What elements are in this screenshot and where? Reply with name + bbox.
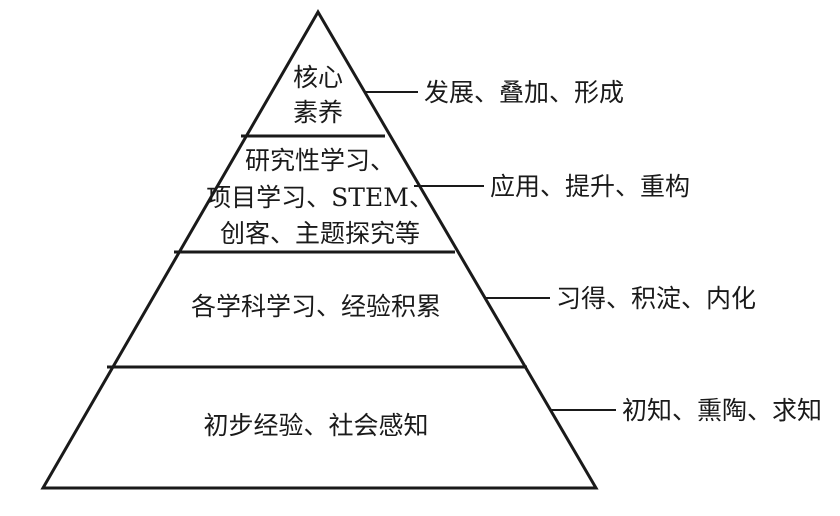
tier-1-label-line-1: 核心: [293, 63, 343, 92]
tier-3-label: 各学科学习、经验积累: [191, 292, 441, 321]
tier-1-label-line-2: 素养: [293, 98, 343, 127]
tier-4-label: 初步经验、社会感知: [203, 411, 428, 440]
tier-2-label-line-2: 项目学习、STEM、: [206, 183, 434, 212]
tier-1-callout: 发展、叠加、形成: [424, 78, 624, 107]
pyramid-outline: [40, 9, 599, 490]
tier-3-callout: 习得、积淀、内化: [556, 284, 756, 313]
tier-4-callout: 初知、熏陶、求知: [622, 396, 822, 425]
tier-2-callout: 应用、提升、重构: [490, 172, 690, 201]
tier-2-label-line-1: 研究性学习、: [245, 146, 395, 175]
tier-2-label-line-3: 创客、主题探究等: [220, 219, 420, 248]
